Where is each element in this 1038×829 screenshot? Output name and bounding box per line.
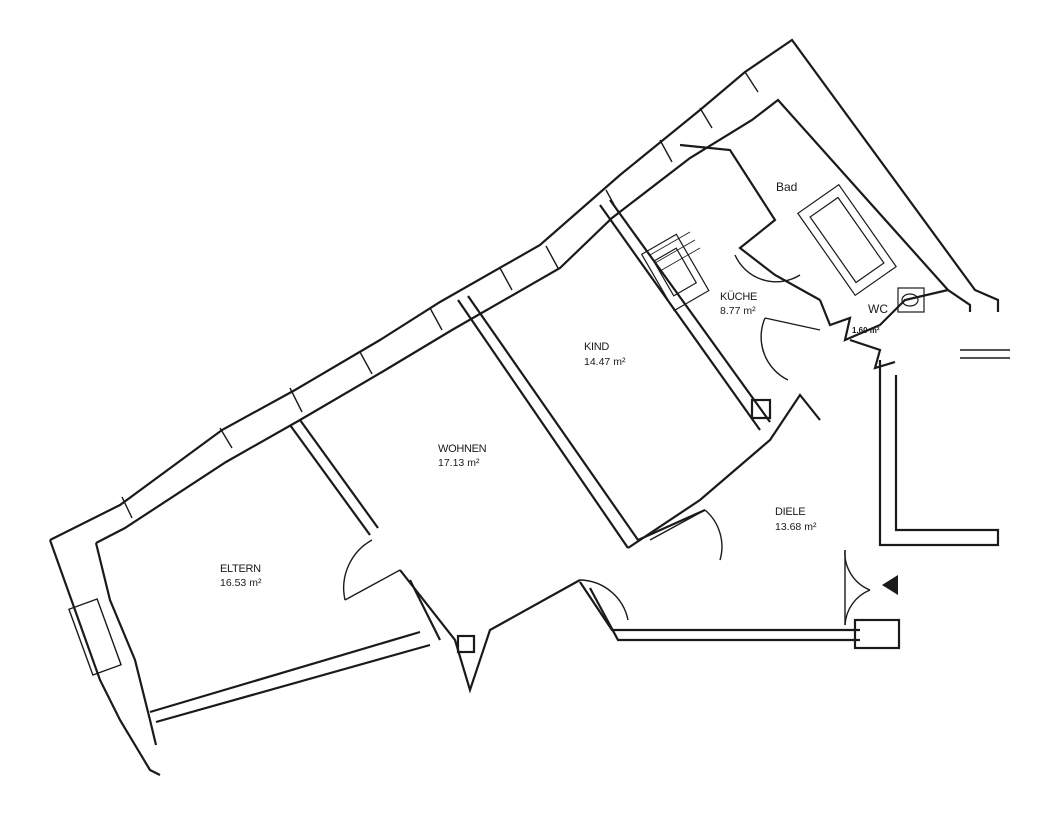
room-area: 14.47 m² — [584, 356, 626, 368]
room-name: WC — [868, 302, 888, 316]
room-area: 13.68 m² — [775, 521, 817, 533]
entry-triangle-marker — [882, 575, 898, 595]
room-kind: KIND 14.47 m² — [584, 341, 626, 368]
room-area: 17.13 m² — [438, 457, 480, 469]
room-kueche: KÜCHE 8.77 m² — [720, 291, 757, 317]
interior-walls — [149, 143, 1010, 724]
room-name: DIELE — [775, 506, 805, 518]
room-name: KÜCHE — [720, 291, 757, 303]
kitchen-sink — [640, 231, 710, 312]
room-name: ELTERN — [220, 563, 261, 575]
room-name: KIND — [584, 341, 609, 353]
bathtub — [797, 183, 897, 297]
room-bad: Bad — [776, 180, 797, 194]
room-name: WOHNEN — [438, 443, 487, 455]
wc-basin — [897, 287, 925, 313]
room-name: Bad — [776, 180, 797, 194]
room-area: 1.60 m² — [852, 326, 880, 335]
room-wc: WC 1.60 m² — [852, 302, 888, 335]
room-area: 8.77 m² — [720, 305, 756, 317]
room-diele: DIELE 13.68 m² — [775, 506, 817, 533]
room-area: 16.53 m² — [220, 577, 262, 589]
room-wohnen: WOHNEN 17.13 m² — [438, 443, 487, 469]
room-eltern: ELTERN 16.53 m² — [220, 563, 262, 589]
exterior-wall — [48, 38, 1000, 776]
